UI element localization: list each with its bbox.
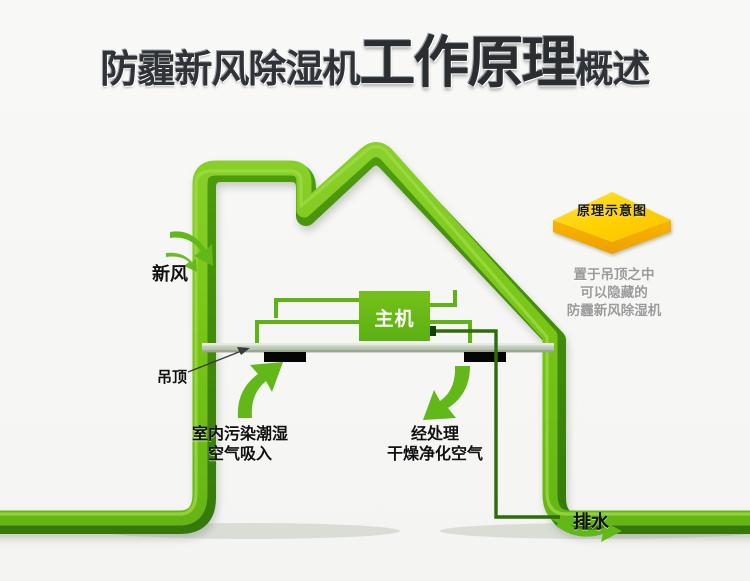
duct-left-supply xyxy=(274,298,359,318)
label-intake-line2: 空气吸入 xyxy=(208,444,273,463)
label-output: 经处理 干燥净化空气 xyxy=(370,424,500,464)
side-caption: 置于吊顶之中 可以隐藏的 防霾新风除湿机 xyxy=(548,266,680,320)
arrow-intake-body xyxy=(237,362,283,418)
label-ceiling: 吊顶 xyxy=(157,368,188,386)
page-title-part3: 概述 xyxy=(575,47,651,91)
page-title-part1: 防霾新风除湿机 xyxy=(100,47,360,91)
principle-badge: 原理示意图 xyxy=(553,192,671,254)
house-ribbon-highlight xyxy=(0,144,750,516)
label-intake: 室内污染潮湿 空气吸入 xyxy=(192,424,288,464)
arrow-ceiling-pointer xyxy=(187,347,250,373)
side-caption-line1: 置于吊顶之中 xyxy=(573,267,655,283)
arrow-output-body xyxy=(423,366,470,420)
label-output-line2: 干燥净化空气 xyxy=(386,444,483,463)
arrow-fresh-air xyxy=(166,231,213,272)
arrow-fresh-air-main xyxy=(170,231,213,266)
badge-shape xyxy=(553,192,671,254)
vent-intake xyxy=(264,352,306,362)
duct-left-return xyxy=(255,320,359,347)
side-caption-line2: 可以隐藏的 xyxy=(580,285,648,301)
label-intake-line1: 室内污染潮湿 xyxy=(192,424,289,443)
inner-beam xyxy=(200,322,356,336)
house-ribbon-top xyxy=(0,142,750,526)
ceiling-slab-highlight xyxy=(202,343,554,346)
house-ribbon xyxy=(0,142,750,534)
drain-port xyxy=(424,326,436,336)
label-output-line1: 经处理 xyxy=(410,424,459,443)
vent-output xyxy=(464,352,506,362)
duct-right-supply xyxy=(430,320,472,345)
principle-badge-label: 原理示意图 xyxy=(576,204,647,219)
label-drainage: 排水 xyxy=(573,512,609,533)
arrow-ceiling-line xyxy=(187,349,245,373)
ceiling-slab xyxy=(202,343,554,353)
label-fresh-air: 新风 xyxy=(152,264,188,285)
page-title: 防霾新风除湿机工作原理概述 xyxy=(0,36,750,92)
arrow-ceiling-head xyxy=(237,347,250,355)
ceiling-slab-underside xyxy=(202,350,554,353)
side-caption-line3: 防霾新风除湿机 xyxy=(566,303,662,319)
drain-pipe xyxy=(430,329,560,519)
arrow-intake xyxy=(237,362,283,418)
arrow-drainage-body xyxy=(556,520,622,542)
badge-side xyxy=(553,220,671,254)
duct-right-upper xyxy=(430,290,457,307)
ceiling-slab-body xyxy=(202,343,554,352)
arrow-drainage xyxy=(556,520,622,542)
arrow-output xyxy=(423,366,470,420)
main-unit-label: 主机 xyxy=(374,308,415,330)
badge-top xyxy=(553,192,671,242)
drain-pipe-path xyxy=(430,329,560,519)
arrow-fresh-air-secondary xyxy=(166,252,197,272)
page-title-part2: 工作原理 xyxy=(359,31,578,96)
main-unit-box: 主机 xyxy=(359,291,430,341)
duct-network xyxy=(255,290,472,347)
